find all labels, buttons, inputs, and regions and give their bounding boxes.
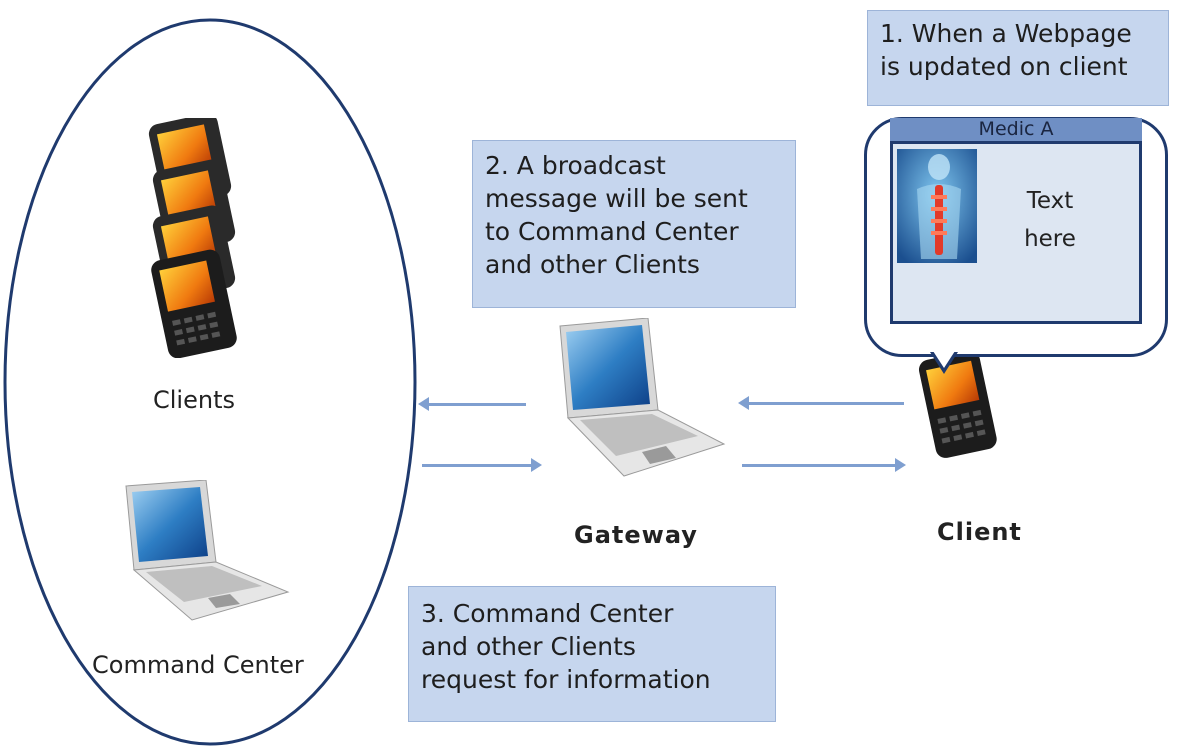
webpage-text-line-2: here — [1024, 226, 1076, 252]
note-step-2-line-1: 2. A broadcast — [485, 151, 666, 180]
arrow-gateway-to-group — [418, 397, 526, 411]
webpage-text: Text here — [1005, 182, 1095, 258]
note-step-3-line-3: request for information — [421, 665, 711, 694]
arrow-group-to-gateway — [422, 458, 542, 472]
laptop-icon — [125, 480, 290, 621]
clients-label: Clients — [153, 386, 235, 414]
note-step-2-line-2: message will be sent — [485, 184, 748, 213]
note-step-1: 1. When a Webpage is updated on client — [867, 10, 1169, 106]
webpage-title: Medic A — [890, 118, 1142, 144]
note-step-2-line-4: and other Clients — [485, 250, 700, 279]
phone-icon — [918, 350, 997, 458]
note-step-2-line-3: to Command Center — [485, 217, 739, 246]
command-center-label: Command Center — [92, 651, 304, 679]
laptop-icon — [559, 318, 726, 477]
note-step-3: 3. Command Center and other Clients requ… — [408, 586, 776, 722]
bubble-tail-fill — [933, 351, 955, 368]
webpage-text-line-1: Text — [1026, 188, 1074, 214]
arrow-gateway-to-client — [742, 458, 906, 472]
note-step-1-line-2: is updated on client — [880, 52, 1128, 81]
spine-xray-icon — [897, 149, 977, 263]
phone-stack-icon — [148, 118, 237, 358]
gateway-label: Gateway — [574, 521, 698, 549]
note-step-2: 2. A broadcast message will be sent to C… — [472, 140, 796, 308]
note-step-1-line-1: 1. When a Webpage — [880, 19, 1132, 48]
note-step-3-line-2: and other Clients — [421, 632, 636, 661]
note-step-3-line-1: 3. Command Center — [421, 599, 674, 628]
client-label: Client — [937, 518, 1022, 546]
arrow-client-to-gateway — [738, 396, 904, 410]
